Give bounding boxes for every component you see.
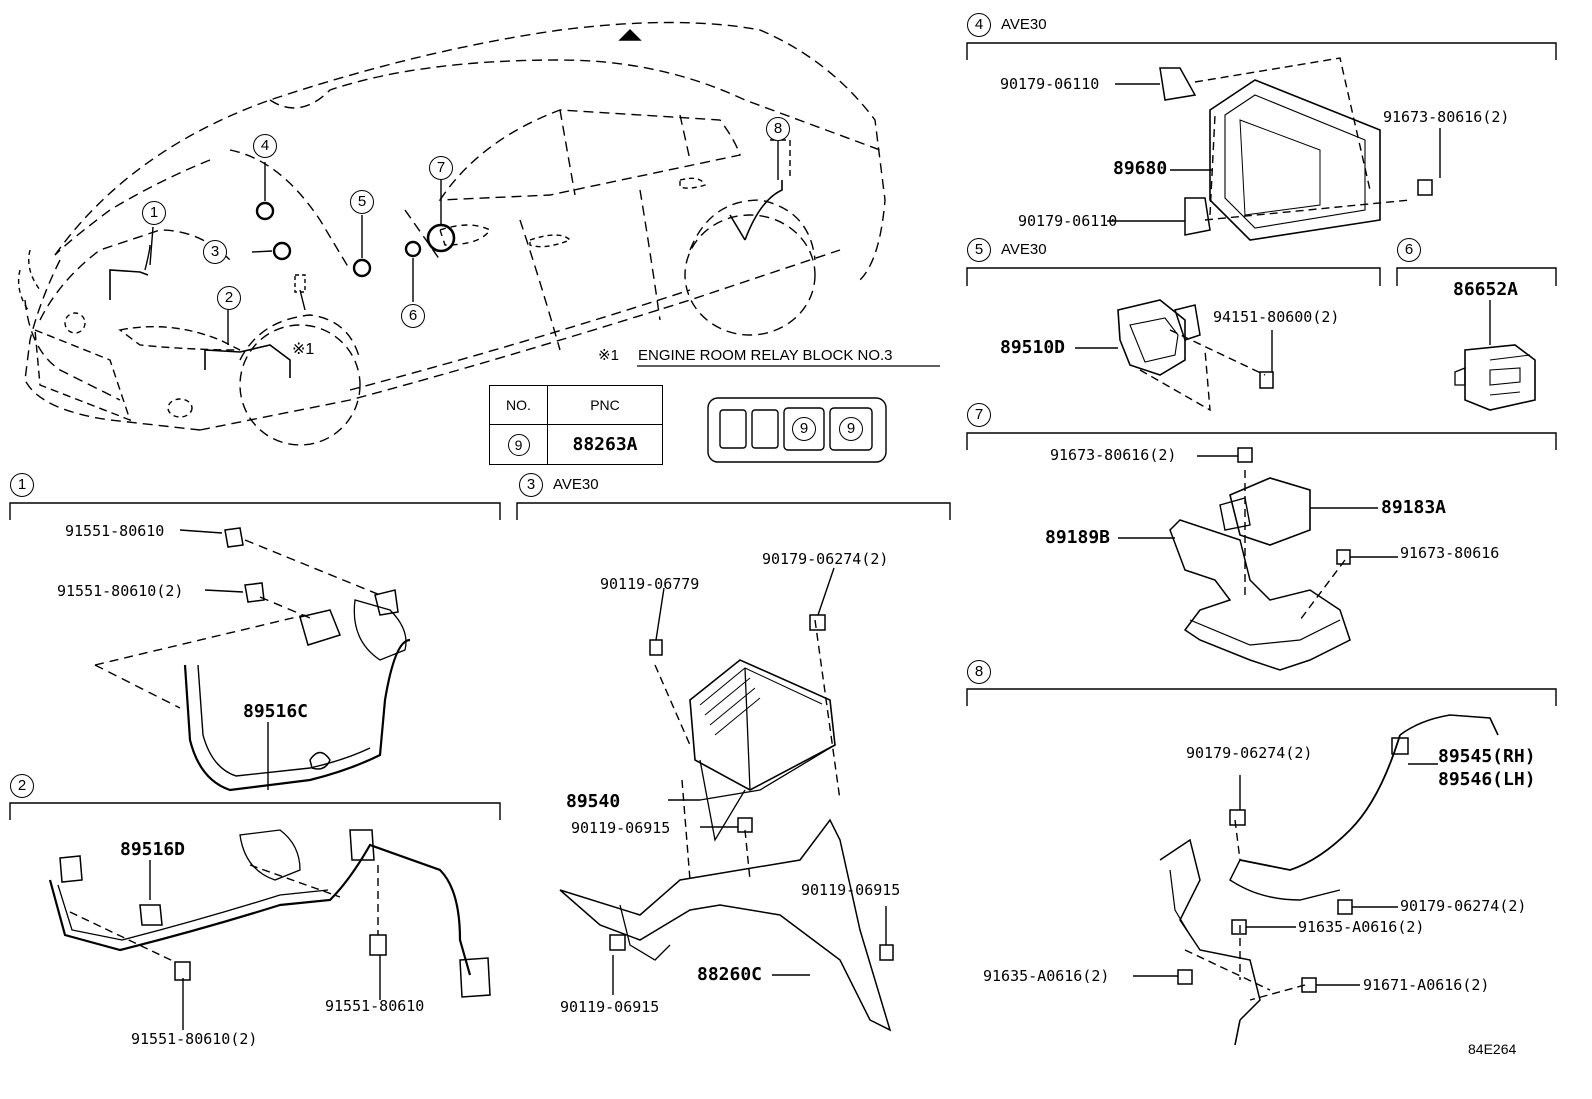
- car-callout-8: 8: [766, 117, 790, 141]
- fastener-90119-06915-a: 90119-06915: [571, 819, 671, 837]
- car-callout-5: 5: [350, 190, 374, 214]
- ecu-89540: [559, 567, 894, 1032]
- pnc-row-no-cell: 9: [490, 425, 548, 464]
- fastener-90119-06915-c: 90119-06915: [560, 998, 660, 1016]
- car-callout-3: 3: [203, 240, 227, 264]
- fastener-94151-80600-2: 94151-80600(2): [1213, 308, 1340, 326]
- pnc-col-no: NO.: [490, 386, 548, 424]
- view-6-number: 6: [1397, 238, 1421, 262]
- pnc-col-pnc: PNC: [590, 397, 620, 413]
- fastener-91551-80610-2-v2: 91551-80610(2): [131, 1030, 258, 1048]
- illustration-code: 84E264: [1468, 1041, 1517, 1057]
- fuse-label-b: 9: [839, 417, 863, 441]
- fuse-label-a: 9: [792, 417, 816, 441]
- part-89546-lh: 89546(LH): [1438, 769, 1536, 790]
- fastener-91551-80610-2: 91551-80610(2): [57, 582, 184, 600]
- view-8-number: 8: [967, 660, 991, 684]
- car-callout-4: 4: [253, 134, 277, 158]
- part-89680: 89680: [1113, 158, 1168, 179]
- view-5-name: AVE30: [1001, 241, 1047, 258]
- fastener-90179-06110-b: 90179-06110: [1018, 212, 1118, 230]
- part-89510d: 89510D: [1000, 337, 1066, 358]
- sensor-89545: [1133, 714, 1499, 1046]
- part-89545-rh: 89545(RH): [1438, 746, 1536, 767]
- relay-86652a: [1454, 300, 1536, 411]
- fastener-91635-a0616-2-b: 91635-A0616(2): [983, 967, 1110, 985]
- view-3-number: 3: [519, 473, 543, 497]
- fastener-91551-80610: 91551-80610: [65, 522, 165, 540]
- fastener-90119-06915-b: 90119-06915: [801, 881, 901, 899]
- pnc-row-no: 9: [507, 433, 530, 456]
- part-89189b: 89189B: [1045, 527, 1111, 548]
- view-4-number: 4: [967, 13, 991, 37]
- pnc-row-pnc: 88263A: [572, 434, 638, 455]
- part-88260c: 88260C: [697, 964, 763, 985]
- car-callout-6: 6: [401, 304, 425, 328]
- fastener-90179-06274-2-b: 90179-06274(2): [1400, 897, 1527, 915]
- view-frames: [9, 42, 1557, 820]
- part-89540: 89540: [566, 791, 621, 812]
- fastener-91673-80616-v7: 91673-80616: [1400, 544, 1500, 562]
- note-text: ENGINE ROOM RELAY BLOCK NO.3: [638, 347, 893, 364]
- part-89183a: 89183A: [1381, 497, 1447, 518]
- fuse-box: [707, 397, 887, 463]
- car-callout-1: 1: [142, 201, 166, 225]
- sensor-89510d: [1075, 299, 1274, 412]
- fastener-91551-80610-v2: 91551-80610: [325, 997, 425, 1015]
- view-3-name: AVE30: [553, 476, 599, 493]
- view-1-number: 1: [10, 473, 34, 497]
- fastener-90179-06274-2: 90179-06274(2): [762, 550, 889, 568]
- fastener-91673-80616-2-v7: 91673-80616(2): [1050, 446, 1177, 464]
- view-2-number: 2: [10, 774, 34, 798]
- part-89516c: 89516C: [243, 701, 309, 722]
- view-4-name: AVE30: [1001, 16, 1047, 33]
- car-callout-2: 2: [217, 286, 241, 310]
- harness-89516d: [48, 829, 491, 1030]
- part-86652a: 86652A: [1453, 279, 1519, 300]
- pnc-table: NO. PNC 9 88263A: [489, 385, 663, 465]
- sensor-89183a: [1118, 447, 1398, 671]
- fastener-91673-80616-2-v4: 91673-80616(2): [1383, 108, 1510, 126]
- car-illustration: [17, 21, 886, 446]
- note-mark: ※1: [598, 347, 619, 364]
- fastener-91635-a0616-2-a: 91635-A0616(2): [1298, 918, 1425, 936]
- fastener-91671-a0616-2: 91671-A0616(2): [1363, 976, 1490, 994]
- view-7-number: 7: [967, 403, 991, 427]
- fastener-90179-06110-a: 90179-06110: [1000, 75, 1100, 93]
- car-relay-mark: ※1: [292, 341, 315, 358]
- harness-89516c: [94, 527, 411, 792]
- ecu-89680: [1107, 57, 1441, 241]
- car-callout-7: 7: [429, 156, 453, 180]
- fastener-90119-06779: 90119-06779: [600, 575, 700, 593]
- view-5-number: 5: [967, 238, 991, 262]
- fastener-90179-06274-2-a: 90179-06274(2): [1186, 744, 1313, 762]
- part-89516d: 89516D: [120, 839, 186, 860]
